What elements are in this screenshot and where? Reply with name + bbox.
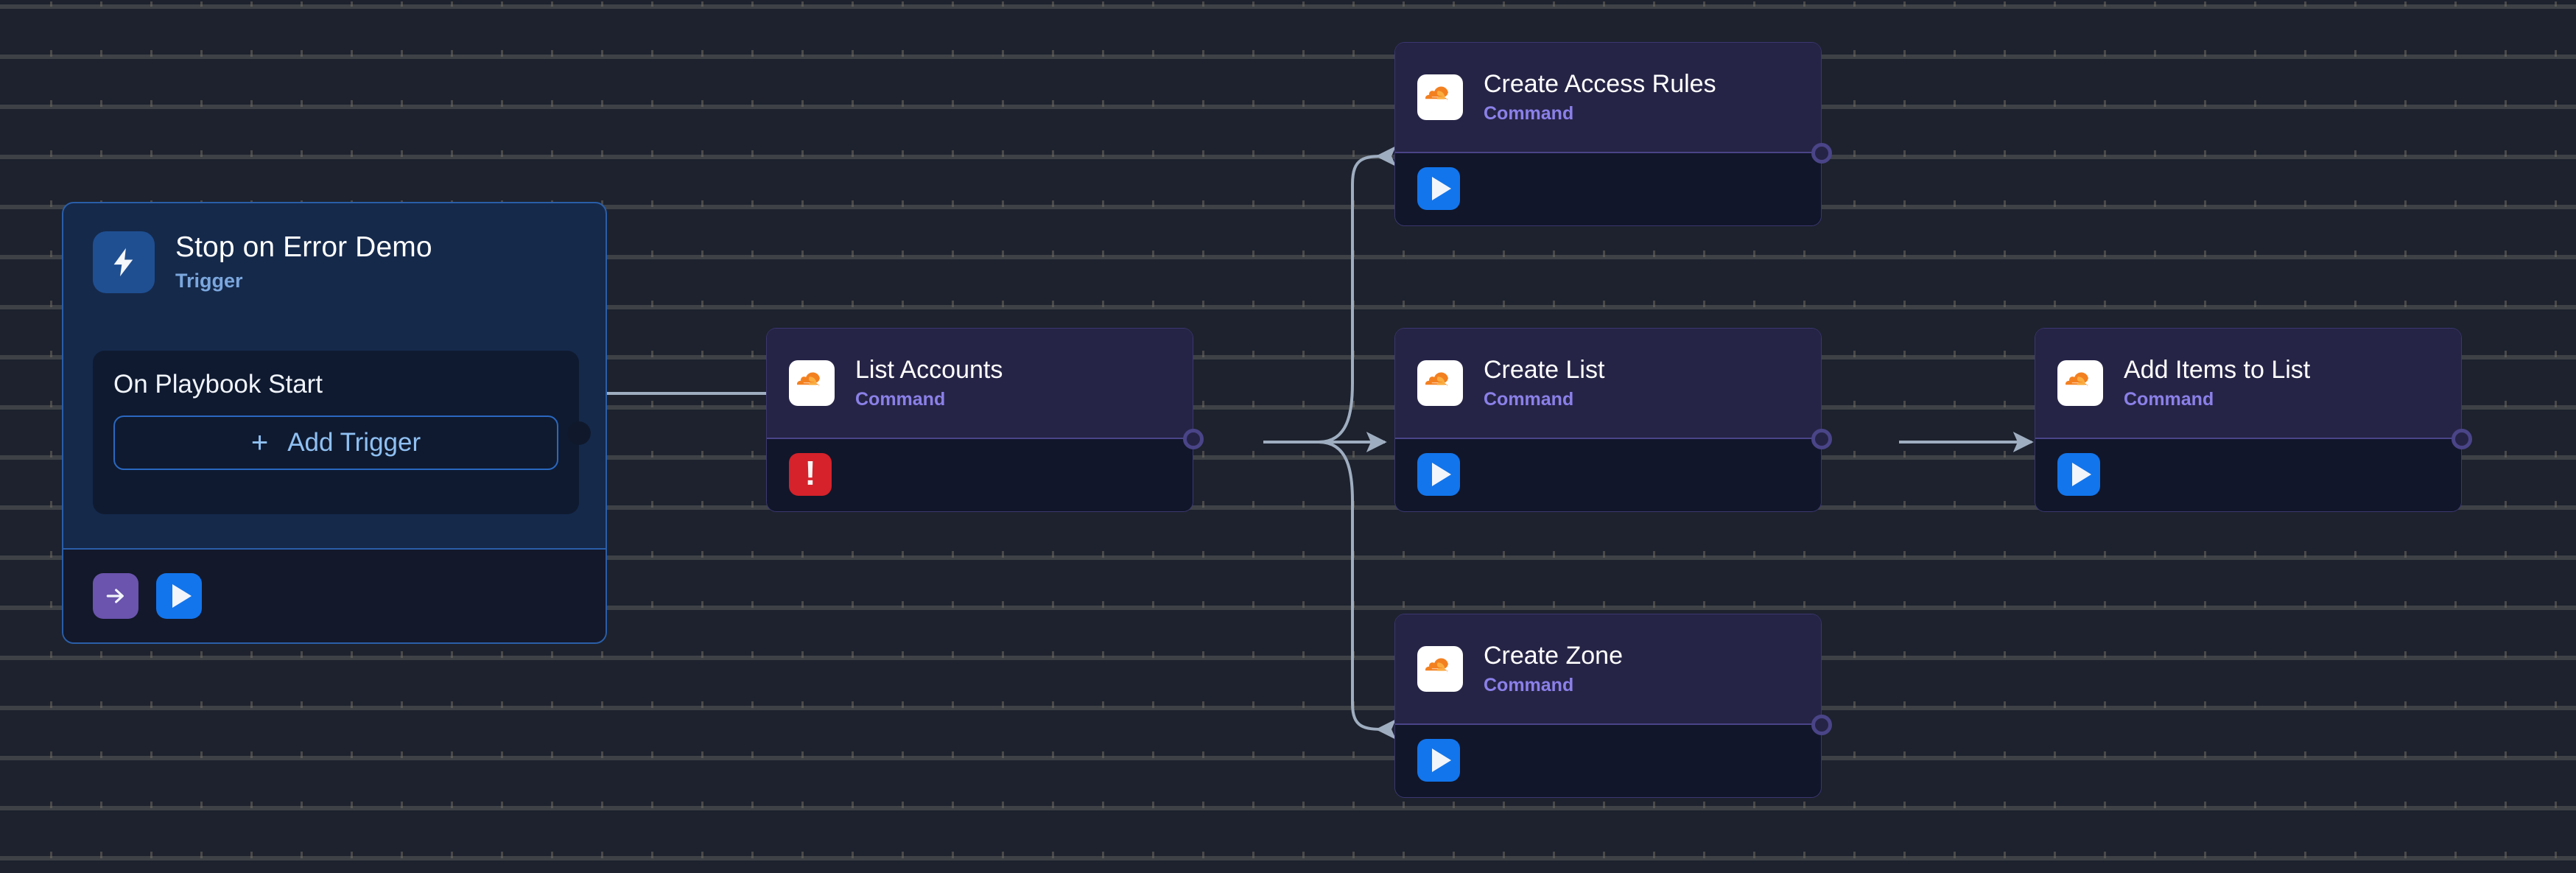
node-footer bbox=[1395, 439, 1821, 510]
node-subtitle: Command bbox=[1484, 675, 1574, 696]
run-button[interactable] bbox=[1417, 739, 1460, 782]
node-header: List Accounts Command bbox=[767, 329, 1193, 439]
node-output-port[interactable] bbox=[2452, 429, 2472, 449]
add-trigger-button[interactable]: + Add Trigger bbox=[113, 416, 558, 470]
cloudflare-icon bbox=[1417, 360, 1463, 406]
node-output-port[interactable] bbox=[1183, 429, 1204, 449]
run-button[interactable] bbox=[1417, 453, 1460, 496]
node-output-port[interactable] bbox=[1811, 715, 1832, 735]
exclamation-icon[interactable]: ! bbox=[789, 453, 832, 496]
play-icon bbox=[1431, 177, 1451, 200]
trigger-node-title: Stop on Error Demo bbox=[175, 231, 432, 263]
on-playbook-start-block[interactable]: On Playbook Start + Add Trigger bbox=[93, 351, 591, 514]
node-add-items-to-list[interactable]: Add Items to List Command bbox=[2035, 328, 2472, 512]
trigger-output-port[interactable] bbox=[567, 421, 591, 445]
node-title: Add Items to List bbox=[2124, 355, 2311, 384]
node-list-accounts[interactable]: List Accounts Command ! bbox=[766, 328, 1204, 512]
cloudflare-icon bbox=[1417, 74, 1463, 120]
node-subtitle: Command bbox=[1484, 103, 1574, 125]
node-header: Add Items to List Command bbox=[2035, 329, 2461, 439]
node-footer bbox=[1395, 153, 1821, 224]
cloudflare-icon bbox=[1417, 646, 1463, 692]
run-button[interactable] bbox=[1417, 167, 1460, 210]
node-header: Create Zone Command bbox=[1395, 614, 1821, 725]
node-header: Create Access Rules Command bbox=[1395, 43, 1821, 153]
add-trigger-label: Add Trigger bbox=[287, 428, 421, 457]
node-subtitle: Command bbox=[2124, 389, 2214, 410]
arrow-right-button[interactable] bbox=[93, 573, 138, 619]
node-title: List Accounts bbox=[855, 355, 1003, 384]
node-subtitle: Command bbox=[1484, 389, 1574, 410]
edge-list-accounts-to-create-zone bbox=[1263, 441, 1397, 740]
node-footer bbox=[1395, 725, 1821, 796]
play-icon bbox=[1431, 748, 1451, 772]
play-icon bbox=[2071, 463, 2091, 486]
node-title: Create List bbox=[1484, 355, 1605, 384]
trigger-node[interactable]: Stop on Error Demo Trigger On Playbook S… bbox=[62, 202, 607, 644]
node-create-access-rules[interactable]: Create Access Rules Command bbox=[1394, 42, 1832, 226]
trigger-node-header: Stop on Error Demo Trigger On Playbook S… bbox=[63, 203, 606, 550]
lightning-bolt-icon bbox=[93, 231, 155, 293]
cloudflare-icon bbox=[789, 360, 835, 406]
exclamation-glyph: ! bbox=[804, 454, 816, 492]
run-button[interactable] bbox=[156, 573, 202, 619]
trigger-node-subtitle: Trigger bbox=[175, 270, 243, 292]
node-create-zone[interactable]: Create Zone Command bbox=[1394, 614, 1832, 798]
run-button[interactable] bbox=[2057, 453, 2100, 496]
trigger-node-footer bbox=[63, 550, 606, 642]
on-playbook-start-label: On Playbook Start bbox=[113, 370, 323, 399]
play-icon bbox=[1431, 463, 1451, 486]
node-subtitle: Command bbox=[855, 389, 946, 410]
node-output-port[interactable] bbox=[1811, 429, 1832, 449]
cloudflare-icon bbox=[2057, 360, 2103, 406]
node-footer: ! bbox=[767, 439, 1193, 510]
plus-icon: + bbox=[250, 427, 269, 459]
node-title: Create Zone bbox=[1484, 641, 1623, 670]
play-icon bbox=[172, 584, 192, 608]
edge-list-accounts-to-create-access-rules bbox=[1263, 146, 1397, 443]
node-create-list[interactable]: Create List Command bbox=[1394, 328, 1832, 512]
node-output-port[interactable] bbox=[1811, 143, 1832, 164]
node-header: Create List Command bbox=[1395, 329, 1821, 439]
node-footer bbox=[2035, 439, 2461, 510]
node-title: Create Access Rules bbox=[1484, 69, 1716, 98]
